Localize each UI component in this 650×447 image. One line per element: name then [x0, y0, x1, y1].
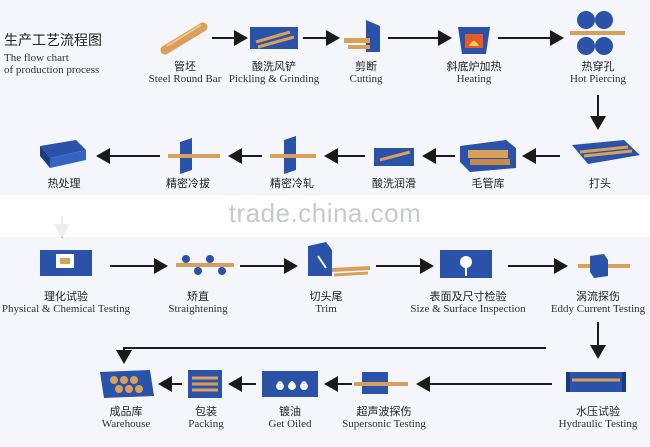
step-label-lubrication: 酸洗润滑 — [372, 177, 416, 190]
watermark: trade.china.com — [228, 198, 422, 228]
cold-drawing-icon — [168, 138, 220, 174]
hydraulic-icon — [566, 372, 626, 392]
heading-icon — [572, 140, 640, 164]
packing-icon — [188, 370, 222, 398]
lab-test-icon — [40, 250, 92, 276]
trim-icon — [308, 242, 371, 277]
round-bar-icon — [160, 22, 208, 55]
lubrication-icon — [374, 148, 414, 166]
cold-rolling-icon — [270, 136, 316, 174]
step-label-heat-treatment: 热处理 — [47, 177, 81, 190]
step-label-heading: 打头 — [589, 177, 611, 190]
step-label-cold-drawing: 精密冷拔 — [166, 177, 210, 190]
oil-icon — [262, 371, 318, 397]
tube-storage-icon — [460, 140, 516, 172]
inspection-icon — [440, 250, 492, 278]
heat-treatment-icon — [40, 140, 86, 168]
step-label-cold-rolling: 精密冷轧 — [270, 177, 314, 190]
straightening-icon — [176, 255, 234, 275]
chart-title-en-line2: of production process — [4, 64, 100, 76]
chart-title-en-line1: The flow chart — [4, 52, 69, 64]
warehouse-icon — [100, 370, 154, 398]
eddy-current-icon — [578, 254, 630, 278]
step-label-tube-storage: 毛管库 — [471, 177, 505, 190]
pickling-icon — [250, 27, 298, 49]
furnace-icon — [458, 27, 490, 54]
watermark-band — [0, 195, 650, 237]
chart-title-cn: 生产工艺流程图 — [4, 33, 102, 49]
cutting-icon — [344, 20, 380, 52]
ultrasonic-icon — [354, 372, 408, 394]
piercing-icon — [570, 11, 625, 55]
